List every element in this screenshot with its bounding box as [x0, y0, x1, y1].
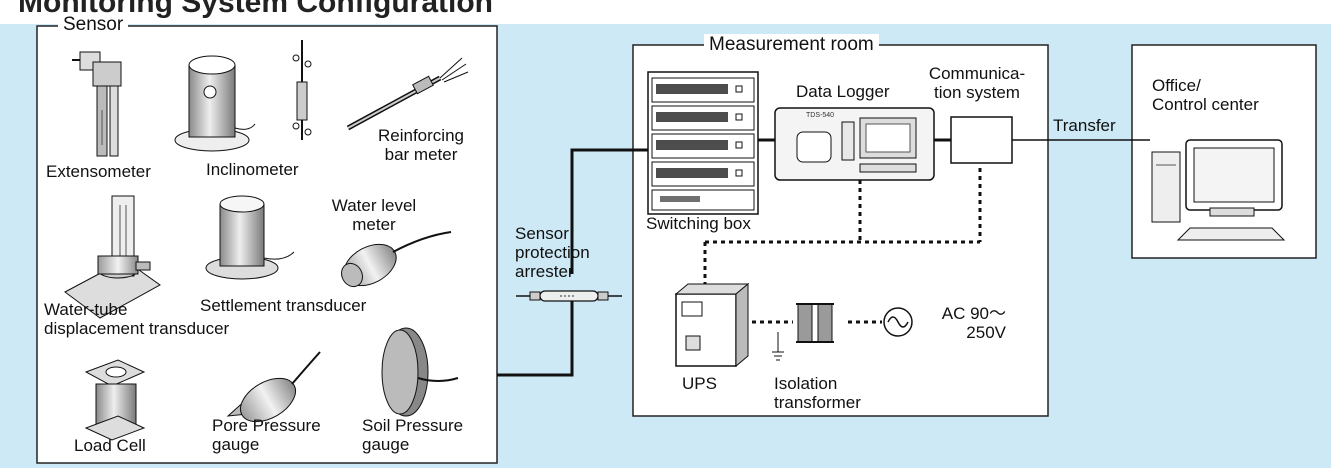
extensometer-icon	[72, 51, 122, 157]
label-pore-pressure-gauge: Pore Pressure gauge	[212, 416, 321, 454]
label-soil-pressure-gauge: Soil Pressure gauge	[362, 416, 464, 454]
label-switching-box: Switching box	[646, 214, 751, 233]
label-reinforcing-bar-meter: Reinforcing bar meter	[378, 126, 464, 164]
ups-icon	[674, 282, 750, 368]
label-office-control-center: Office/ Control center	[1152, 76, 1259, 114]
water-level-meter-icon	[341, 231, 452, 288]
label-data-logger: Data Logger	[796, 82, 890, 101]
diagram-title-fragment: Monitoring System Configuration	[18, 0, 493, 19]
label-inclinometer: Inclinometer	[206, 160, 299, 179]
label-settlement-transducer: Settlement transducer	[200, 296, 367, 315]
label-transfer: Transfer	[1053, 116, 1116, 135]
sensor-box-title: Sensor	[58, 14, 129, 36]
label-water-tube-transducer: Water-tube displacement transducer	[44, 300, 230, 338]
inclinometer-icon	[174, 55, 256, 152]
label-isolation-transformer: Isolation transformer	[774, 374, 861, 412]
label-communication-system: Communica- tion system	[928, 64, 1026, 102]
isolation-transformer-icon	[772, 303, 834, 361]
switching-box-icon	[647, 71, 759, 215]
label-extensometer: Extensometer	[46, 162, 151, 181]
settlement-transducer-icon	[205, 195, 295, 280]
rod-sensor-icon	[292, 40, 312, 140]
label-ac-power: AC 90～ 250V	[941, 304, 1006, 342]
pore-pressure-gauge-icon	[226, 351, 321, 423]
label-sensor-protection-arrester: Sensor protection arrester	[515, 224, 590, 281]
label-ups: UPS	[682, 374, 717, 393]
water-tube-transducer-icon	[64, 195, 161, 319]
communication-system-icon	[950, 116, 1013, 164]
computer-icon	[1151, 139, 1286, 241]
measurement-room-title: Measurement room	[704, 34, 879, 56]
soil-pressure-gauge-icon	[381, 327, 459, 417]
label-logger-model: TDS-540	[806, 112, 835, 119]
load-cell-icon	[84, 359, 146, 441]
ac-source-icon	[883, 307, 913, 337]
label-water-level-meter: Water level meter	[331, 196, 417, 234]
label-load-cell: Load Cell	[74, 436, 146, 455]
arrester-device	[516, 290, 622, 302]
reinforcing-bar-meter-icon	[346, 57, 469, 131]
data-logger-icon	[774, 107, 935, 181]
